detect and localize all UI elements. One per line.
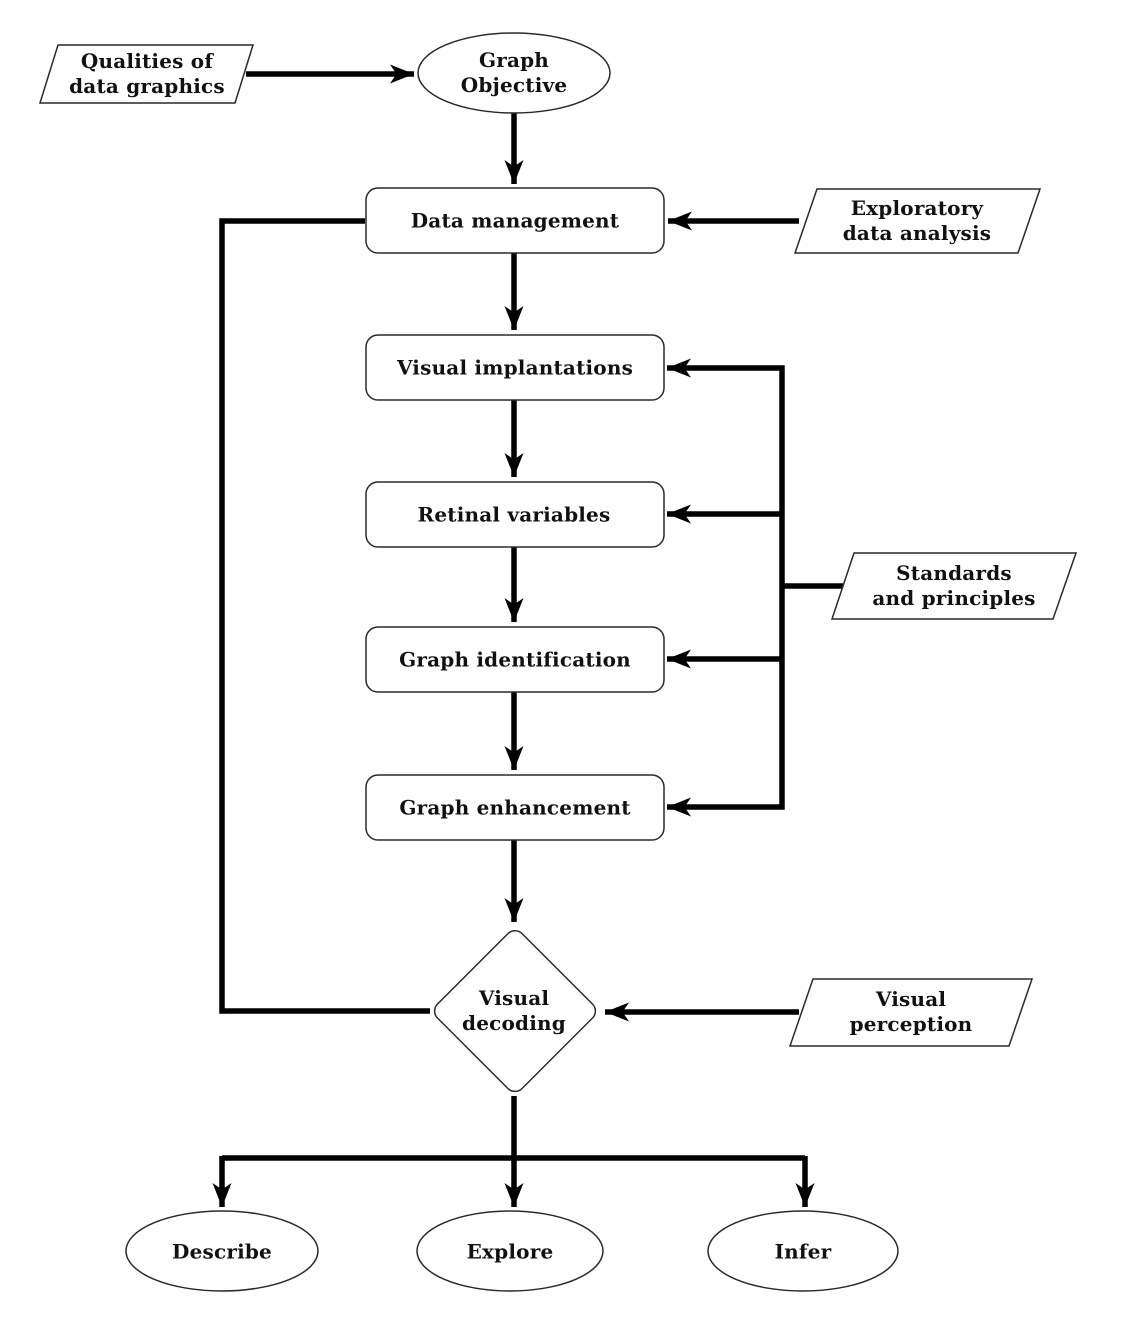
graph-objective-label-line2: Objective bbox=[460, 73, 568, 97]
edge-standards-spine bbox=[667, 358, 785, 817]
node-graph-enhancement-shape bbox=[365, 774, 665, 841]
node-data-management-shape bbox=[365, 187, 665, 254]
standards-label-line1: Standards bbox=[896, 561, 1012, 585]
node-describe-shape bbox=[125, 1210, 319, 1292]
qualities-label-line2: data graphics bbox=[69, 74, 225, 98]
exploratory-label-line2: data analysis bbox=[842, 221, 992, 245]
graph-enhancement-label: Graph enhancement bbox=[399, 795, 631, 820]
qualities-label: Qualities of data graphics bbox=[69, 49, 225, 99]
edge-feedback-decoding-to-data-management bbox=[219, 218, 430, 1014]
node-graph-objective-shape bbox=[417, 32, 611, 114]
graph-objective-label-line1: Graph bbox=[478, 48, 550, 72]
retinal-variables-label: Retinal variables bbox=[417, 502, 611, 527]
exploratory-label: Exploratory data analysis bbox=[843, 196, 992, 246]
node-visual-decoding-shape bbox=[433, 929, 597, 1093]
graph-identification-label: Graph identification bbox=[399, 647, 631, 672]
exploratory-label-line1: Exploratory bbox=[850, 196, 984, 220]
node-qualities-shape bbox=[38, 44, 255, 104]
node-graph-identification-shape bbox=[365, 626, 665, 693]
visual-decoding-label-line1: Visual bbox=[478, 986, 550, 1010]
visual-perception-label-line2: perception bbox=[849, 1012, 973, 1036]
visual-perception-label-line1: Visual bbox=[875, 987, 947, 1011]
visual-implantations-label: Visual implantations bbox=[396, 355, 634, 380]
node-exploratory-shape bbox=[793, 188, 1042, 254]
data-management-label: Data management bbox=[410, 208, 620, 233]
node-retinal-variables-shape bbox=[365, 481, 665, 548]
node-infer-shape bbox=[707, 1210, 899, 1292]
explore-label: Explore bbox=[466, 1239, 554, 1264]
visual-decoding-label: Visual decoding bbox=[462, 986, 566, 1036]
node-visual-implantations-shape bbox=[365, 334, 665, 401]
node-standards-shape bbox=[830, 552, 1078, 620]
visual-perception-label: Visual perception bbox=[850, 987, 973, 1037]
standards-label: Standards and principles bbox=[872, 561, 1035, 611]
standards-label-line2: and principles bbox=[872, 586, 1036, 610]
visual-decoding-label-line2: decoding bbox=[462, 1011, 566, 1035]
describe-label: Describe bbox=[172, 1239, 272, 1264]
graph-objective-label: Graph Objective bbox=[461, 48, 568, 98]
node-explore-shape bbox=[416, 1210, 604, 1292]
node-visual-perception-shape bbox=[788, 978, 1034, 1047]
qualities-label-line1: Qualities of bbox=[80, 49, 214, 73]
infer-label: Infer bbox=[774, 1239, 832, 1264]
